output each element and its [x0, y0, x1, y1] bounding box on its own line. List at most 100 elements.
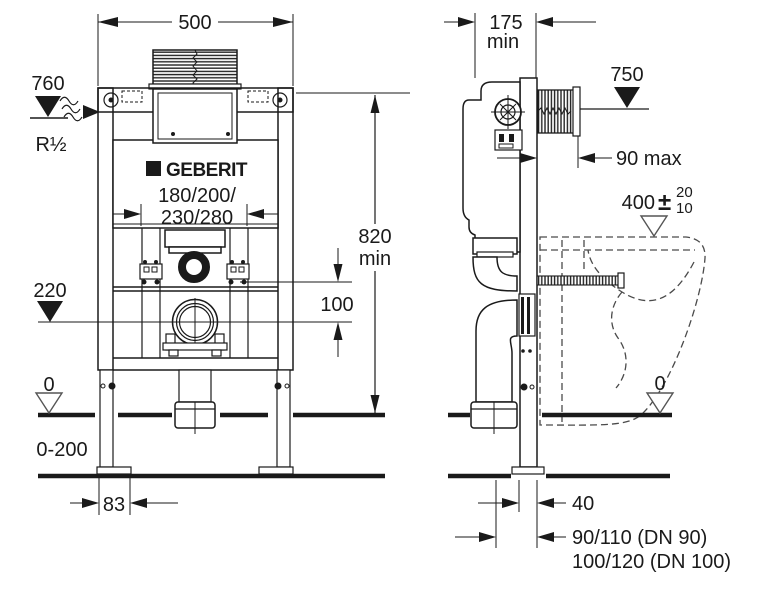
- dim-spacing-100: 100: [320, 248, 354, 357]
- open-triangle-icon: [645, 392, 675, 415]
- arrow-left-icon: [537, 532, 554, 542]
- drain-pipe: [178, 369, 212, 403]
- arrow-right-icon: [82, 498, 99, 508]
- dim-height-820: 820 min: [296, 92, 410, 413]
- opening-sizes-line1: 180/200/: [158, 185, 236, 207]
- outlet-distance-label: 40: [572, 493, 594, 515]
- tolerance-minus-label: 10: [676, 200, 693, 217]
- arrow-right-icon: [124, 209, 141, 219]
- pan-height-label: 400: [622, 192, 655, 214]
- arrow-left-icon: [578, 153, 595, 163]
- brand-label: GEBERIT: [166, 160, 248, 181]
- supply-level-marker: 760 R½: [30, 73, 100, 156]
- arrow-down-icon: [333, 264, 343, 282]
- dim-width-label: 500: [178, 12, 211, 34]
- height-value-label: 820: [358, 226, 391, 248]
- arrow-right-icon: [502, 498, 519, 508]
- level-triangle-icon: [37, 301, 63, 322]
- frame-structure: GEBERIT 180/200/ 230/280: [38, 49, 352, 475]
- depth-value-label: 175: [489, 12, 522, 34]
- floor-zero-label: 0: [43, 374, 54, 396]
- dim-opening-sizes: 180/200/ 230/280: [113, 185, 278, 229]
- flush-elbow: [472, 256, 518, 292]
- leg-clamp-screw: [274, 382, 282, 390]
- opening-sizes-line2: 230/280: [161, 207, 233, 229]
- arrow-left-icon: [247, 209, 264, 219]
- fixing-bracket-left: [139, 260, 163, 285]
- flex-hose-icon: [59, 96, 100, 122]
- brand-logo: GEBERIT: [146, 160, 248, 181]
- level-triangle-icon: [614, 87, 640, 108]
- level-triangle-icon: [35, 96, 61, 117]
- side-cistern: [462, 81, 525, 253]
- supply-height-label: 760: [31, 73, 64, 95]
- spacing-label: 100: [320, 294, 353, 316]
- side-foot-plate: [511, 466, 545, 475]
- wc-pan-outline: [539, 236, 706, 426]
- arrow-up-icon: [333, 322, 343, 340]
- left-rail: [97, 87, 114, 371]
- dim-protrusion-90max: 90 max: [497, 136, 682, 170]
- side-floor-zero-label: 0: [654, 373, 665, 395]
- right-foot-plate: [258, 466, 294, 475]
- arrow-left-icon: [537, 498, 554, 508]
- outlet-pipe-circle: [171, 298, 219, 346]
- flush-bend-cover: [164, 229, 226, 248]
- drain-size-line2: 100/120 (DN 100): [572, 551, 731, 573]
- threaded-rod: [536, 272, 625, 289]
- dim-depth-175: 175 min: [444, 12, 596, 78]
- floor-range-label: 0-200: [36, 439, 87, 461]
- side-supply-level-marker: 750: [580, 64, 649, 110]
- leg-clamp-screw: [520, 383, 528, 391]
- pipe-bracket: [162, 342, 228, 351]
- supply-thread-label: R½: [35, 134, 66, 156]
- brand-square-icon: [146, 161, 161, 176]
- front-floor-zero-marker: 0: [34, 374, 64, 415]
- inspection-shaft: [152, 88, 238, 144]
- outlet-level-marker: 220: [33, 280, 67, 322]
- outlet-height-label: 220: [33, 280, 66, 302]
- arrow-right-icon: [479, 532, 496, 542]
- filling-valve-icon: [491, 95, 525, 129]
- dim-outlet-40: 40: [478, 480, 594, 548]
- pipe-end-cap: [572, 86, 581, 137]
- height-unit-label: min: [359, 248, 391, 270]
- depth-unit-label: min: [487, 31, 519, 53]
- dim-foot-83: 83: [70, 478, 178, 516]
- side-corrugated-pipe: [537, 86, 581, 137]
- side-supply-height-label: 750: [610, 64, 643, 86]
- side-view: 175 min 750: [444, 12, 731, 573]
- flush-pipe-ring: [178, 251, 210, 283]
- side-floor-lines: [448, 412, 672, 479]
- left-foot-plate: [96, 466, 132, 475]
- arrow-left-icon: [536, 17, 553, 27]
- arrow-right-icon: [458, 17, 475, 27]
- arrow-up-icon: [370, 95, 380, 113]
- pan-height-marker: 400 ± 20 10: [622, 184, 693, 238]
- right-rail: [277, 87, 294, 371]
- top-plate-slot-right: [247, 90, 269, 103]
- fixing-bracket-right: [226, 260, 250, 285]
- front-view: 500 760 R½: [30, 12, 410, 516]
- top-plate-slot-left: [121, 90, 143, 103]
- front-floor-lines: [38, 412, 385, 479]
- arrow-left-icon: [98, 17, 118, 27]
- plus-minus-sign: ±: [658, 189, 671, 216]
- arrow-right-icon: [520, 153, 537, 163]
- tolerance-plus-label: 20: [676, 184, 693, 201]
- drain-size-line1: 90/110 (DN 90): [572, 527, 707, 549]
- dim-width-500: 500: [97, 12, 294, 86]
- dim-drain-size: 90/110 (DN 90) 100/120 (DN 100): [455, 527, 731, 573]
- arrow-down-icon: [370, 395, 380, 413]
- screw-icon: [103, 92, 119, 108]
- protrusion-label: 90 max: [616, 148, 682, 170]
- open-triangle-icon: [639, 215, 669, 238]
- outlet-bend: [475, 299, 518, 403]
- open-triangle-icon: [34, 392, 64, 415]
- side-floor-zero-marker: 0: [645, 373, 675, 415]
- foot-width-label: 83: [103, 494, 125, 516]
- arrow-right-icon: [273, 17, 293, 27]
- arrow-left-icon: [130, 498, 147, 508]
